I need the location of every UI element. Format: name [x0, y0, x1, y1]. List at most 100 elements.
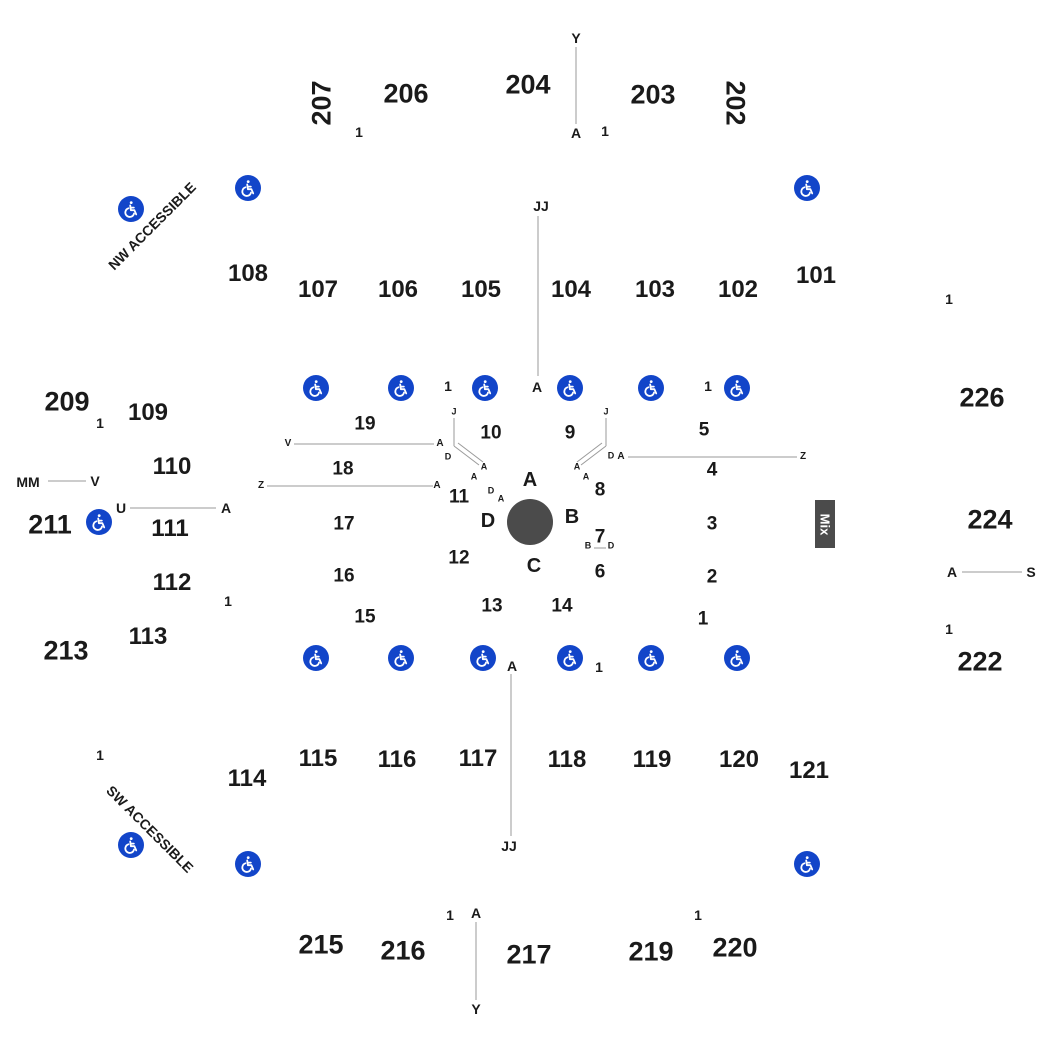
wheelchair-icon — [557, 375, 583, 401]
wheelchair-icon — [472, 375, 498, 401]
section-10[interactable]: 10 — [480, 422, 502, 444]
section-106[interactable]: 106 — [377, 276, 419, 303]
section-215[interactable]: 215 — [298, 929, 344, 960]
section-1[interactable]: 1 — [697, 608, 709, 630]
row-line-9b — [580, 445, 607, 466]
row-line-10b — [453, 445, 480, 466]
section-207[interactable]: 207 — [306, 80, 337, 126]
section-211[interactable]: 211 — [28, 509, 72, 540]
row-marker-6: 1 — [224, 593, 232, 609]
wheelchair-icon — [303, 375, 329, 401]
row-marker-14: JJ — [533, 198, 549, 214]
stage-label-a[interactable]: A — [522, 469, 538, 491]
section-109[interactable]: 109 — [127, 399, 169, 426]
row-marker-8: 1 — [595, 659, 603, 675]
stage-label-c[interactable]: C — [526, 555, 542, 577]
row-marker-17: U — [115, 500, 127, 516]
row-marker-2: 1 — [945, 291, 953, 307]
section-121[interactable]: 121 — [788, 757, 830, 784]
row-marker-4: 1 — [704, 378, 712, 394]
section-3[interactable]: 3 — [706, 513, 718, 535]
section-108[interactable]: 108 — [227, 260, 269, 287]
section-202[interactable]: 202 — [720, 80, 751, 126]
section-220[interactable]: 220 — [712, 932, 758, 963]
section-107[interactable]: 107 — [297, 276, 339, 303]
section-14[interactable]: 14 — [551, 595, 573, 617]
row-marker-39: A — [470, 471, 478, 482]
row-line-9c — [576, 442, 603, 463]
section-115[interactable]: 115 — [298, 745, 338, 772]
section-219[interactable]: 219 — [628, 936, 674, 967]
wheelchair-icon — [638, 375, 664, 401]
section-213[interactable]: 213 — [43, 635, 89, 666]
row-marker-30: Z — [799, 451, 807, 462]
row-marker-35: J — [603, 406, 609, 417]
row-marker-25: S — [1026, 564, 1036, 580]
stage-circle — [507, 499, 553, 545]
stage-label-d[interactable]: D — [480, 510, 496, 532]
section-13[interactable]: 13 — [481, 595, 503, 617]
section-19[interactable]: 19 — [354, 413, 376, 435]
section-8[interactable]: 8 — [594, 479, 606, 501]
section-101[interactable]: 101 — [795, 262, 837, 289]
section-226[interactable]: 226 — [959, 382, 1005, 413]
section-6[interactable]: 6 — [594, 561, 606, 583]
wheelchair-icon — [303, 645, 329, 671]
section-116[interactable]: 116 — [377, 746, 417, 773]
section-111[interactable]: 111 — [151, 515, 189, 542]
section-112[interactable]: 112 — [152, 569, 192, 596]
wheelchair-icon — [638, 645, 664, 671]
wheelchair-icon — [118, 832, 144, 858]
section-209[interactable]: 209 — [44, 386, 90, 417]
section-206[interactable]: 206 — [383, 78, 429, 109]
row-marker-27: A — [436, 438, 444, 449]
row-marker-22: A — [470, 905, 482, 921]
section-18[interactable]: 18 — [332, 458, 354, 480]
section-9[interactable]: 9 — [564, 422, 576, 444]
section-5[interactable]: 5 — [698, 419, 710, 441]
section-4[interactable]: 4 — [706, 459, 718, 481]
section-119[interactable]: 119 — [632, 746, 672, 773]
section-110[interactable]: 110 — [152, 453, 192, 480]
section-114[interactable]: 114 — [227, 765, 267, 792]
row-marker-42: B — [584, 540, 592, 551]
row-marker-33: A — [582, 471, 590, 482]
wheelchair-icon — [724, 645, 750, 671]
section-102[interactable]: 102 — [717, 276, 759, 303]
section-17[interactable]: 17 — [333, 513, 355, 535]
section-7[interactable]: 7 — [594, 526, 606, 548]
section-2[interactable]: 2 — [706, 566, 718, 588]
row-marker-3: 1 — [444, 378, 452, 394]
section-103[interactable]: 103 — [634, 276, 676, 303]
section-204[interactable]: 204 — [505, 69, 551, 100]
wheelchair-icon — [235, 175, 261, 201]
row-marker-11: 1 — [694, 907, 702, 923]
section-118[interactable]: 118 — [547, 746, 587, 773]
row-marker-10: 1 — [446, 907, 454, 923]
row-marker-20: A — [506, 658, 518, 674]
section-104[interactable]: 104 — [550, 276, 592, 303]
section-15[interactable]: 15 — [354, 606, 376, 628]
section-105[interactable]: 105 — [460, 276, 502, 303]
section-113[interactable]: 113 — [128, 623, 168, 650]
section-224[interactable]: 224 — [967, 504, 1013, 535]
section-217[interactable]: 217 — [506, 939, 552, 970]
row-marker-29: A — [433, 480, 441, 491]
wheelchair-icon — [118, 196, 144, 222]
row-marker-13: A — [570, 125, 582, 141]
mix-label: Mix — [817, 513, 833, 535]
section-222[interactable]: 222 — [957, 646, 1003, 677]
section-16[interactable]: 16 — [333, 565, 355, 587]
row-marker-40: D — [487, 485, 495, 496]
row-marker-16: A — [220, 500, 232, 516]
section-117[interactable]: 117 — [458, 745, 498, 772]
section-11[interactable]: 11 — [448, 486, 470, 508]
row-marker-21: JJ — [501, 838, 517, 854]
stage-label-b[interactable]: B — [564, 506, 580, 528]
section-120[interactable]: 120 — [718, 746, 760, 773]
section-216[interactable]: 216 — [380, 935, 426, 966]
section-12[interactable]: 12 — [448, 547, 470, 569]
row-marker-1: 1 — [601, 123, 609, 139]
row-marker-41: A — [497, 493, 505, 504]
section-203[interactable]: 203 — [630, 79, 676, 110]
